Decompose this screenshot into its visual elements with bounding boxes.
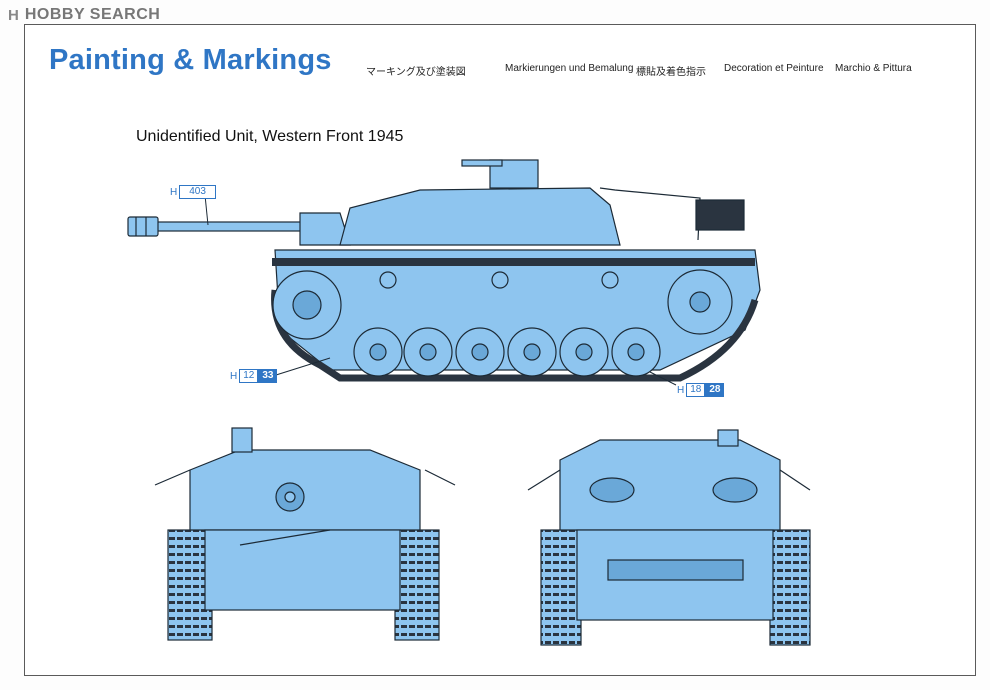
- color-code: 12: [239, 369, 259, 383]
- barrel-color-callout: H 403: [170, 185, 216, 199]
- title-italian: Marchio & Pittura: [835, 63, 912, 74]
- wheels-color-callout: H 12 33: [230, 369, 278, 383]
- logo-text: HOBBY SEARCH: [24, 6, 161, 23]
- title-chinese: 標貼及着色指示: [636, 67, 706, 78]
- rear-exhaust: [607, 559, 744, 581]
- road-wheels: [353, 327, 661, 377]
- front-right-track: [394, 529, 440, 641]
- color-code-filled: 28: [705, 383, 725, 397]
- title-japanese: マーキング及び塗装図: [366, 67, 466, 78]
- machine-gun: [461, 159, 503, 167]
- rear-superstructure: [559, 439, 781, 531]
- hobby-search-logo: H HOBBY SEARCH: [8, 6, 160, 24]
- rear-stowage: [695, 199, 745, 231]
- color-code: 403: [179, 185, 216, 199]
- front-hull: [204, 529, 401, 611]
- front-cupola: [231, 427, 253, 453]
- rear-spare-wheel-right: [712, 477, 758, 503]
- title-french: Decoration et Peinture: [724, 63, 824, 74]
- callout-prefix: H: [677, 384, 685, 396]
- tracks-leader: [649, 371, 677, 386]
- wheels-leader: [275, 357, 331, 376]
- title-german: Markierungen und Bemalung: [505, 63, 634, 74]
- gun-barrel: [149, 221, 311, 232]
- rear-view: [527, 429, 811, 646]
- logo-mark: H: [8, 6, 19, 24]
- muzzle-brake: [127, 216, 159, 237]
- barrel-leader: [204, 194, 209, 226]
- rear-spare-wheel-left: [589, 477, 635, 503]
- callout-prefix: H: [230, 370, 238, 382]
- rear-cupola: [717, 429, 739, 447]
- color-code: 18: [686, 383, 706, 397]
- superstructure: [339, 187, 621, 246]
- color-code-filled: 33: [258, 369, 278, 383]
- rear-right-track: [769, 529, 811, 646]
- callout-prefix: H: [170, 186, 178, 198]
- tracks-color-callout: H 18 28: [677, 383, 725, 397]
- side-view: [127, 159, 761, 382]
- front-view: [154, 427, 456, 641]
- scheme-subtitle: Unidentified Unit, Western Front 1945: [136, 128, 404, 145]
- front-superstructure: [189, 449, 421, 531]
- rear-left-track: [540, 529, 582, 646]
- page-title: Painting & Markings: [49, 44, 332, 76]
